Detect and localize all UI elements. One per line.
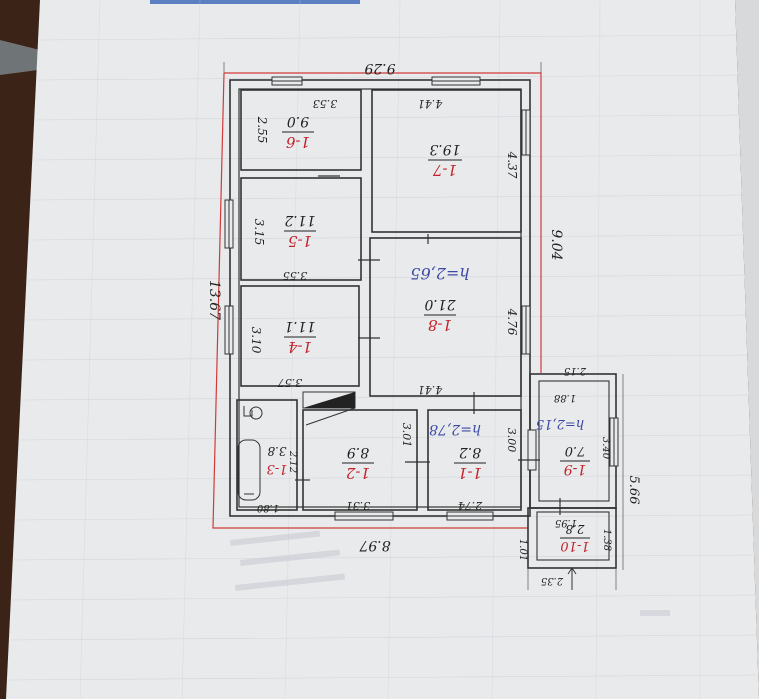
room-1-5-id: 1-5 (288, 232, 312, 250)
room-1-10-depth: 1.38 (601, 529, 612, 551)
room-1-6-width: 3.53 (313, 97, 338, 110)
room-1-1-height: h=2,78 (429, 421, 481, 437)
room-1-8-width: 4.41 (418, 383, 444, 396)
room-1-2-area: 8.9 (347, 444, 369, 460)
room-1-2-id: 1-2 (346, 464, 370, 482)
room-1-3-depth: 2.12 (287, 450, 298, 473)
room-1-1-width: 2.74 (458, 499, 484, 512)
room-1-5-depth: 3.15 (252, 219, 266, 246)
overall-bottom-width: 8.97 (359, 537, 390, 553)
room-1-2-depth: 3.01 (400, 423, 413, 448)
room-1-8-id: 1-8 (428, 316, 452, 334)
annex-right-height: 5.66 (626, 476, 641, 505)
room-1-9-height: h=2,15 (536, 416, 584, 431)
room-1-3-id: 1-3 (267, 461, 288, 476)
paper-sheet (6, 0, 759, 699)
room-1-3-area: 3.8 (267, 444, 286, 458)
room-1-7-depth: 4.37 (505, 151, 519, 179)
room-1-5-area: 11.2 (284, 212, 315, 228)
room-1-9-area: 7.0 (565, 443, 586, 458)
bathtub-icon (237, 406, 263, 501)
overall-left-height: 13.67 (206, 280, 222, 320)
windows (224, 76, 619, 521)
room-1-3-width: 1.80 (256, 502, 279, 513)
room-1-8-height: h=2,65 (410, 264, 469, 283)
room-1-1-area: 8.2 (459, 444, 481, 460)
room-1-2-width: 3.31 (346, 499, 371, 512)
room-1-5-width: 3.55 (283, 269, 308, 282)
room-1-1-id: 1-1 (458, 464, 482, 482)
room-1-4-depth: 3.10 (249, 327, 263, 354)
dimension-lines (223, 62, 624, 590)
overall-top-width: 9.29 (364, 60, 395, 76)
room-1-1-depth: 3.00 (505, 428, 518, 453)
room-1-10-width: 2.35 (541, 575, 564, 586)
room-1-7-width: 4.41 (418, 97, 444, 110)
room-1-10-offset: 1.01 (517, 539, 528, 561)
room-1-9-inner-width: 1.88 (554, 392, 576, 403)
room-1-4-area: 11.1 (284, 318, 315, 334)
door-marks (295, 175, 561, 515)
overall-right-height: 9.04 (548, 229, 564, 260)
room-1-10-id: 1-10 (560, 538, 589, 553)
room-1-8-depth: 4.76 (505, 308, 519, 336)
room-1-9-bottom-width: 1.95 (555, 517, 577, 528)
room-1-6-id: 1-6 (285, 133, 310, 151)
stair-symbol (302, 391, 356, 426)
room-1-4-id: 1-4 (288, 338, 312, 356)
room-1-9-depth: 3.40 (600, 437, 611, 460)
room-1-7-id: 1-7 (432, 161, 457, 179)
room-1-6-area: 9.0 (287, 113, 309, 129)
room-1-9-id: 1-9 (564, 461, 587, 477)
room-1-6-depth: 2.55 (255, 116, 269, 144)
room-1-4-width: 3.57 (278, 376, 303, 389)
room-1-8-area: 21.0 (424, 296, 456, 312)
entrance-arrow-icon (567, 567, 577, 590)
room-1-7-area: 19.3 (429, 141, 460, 157)
room-1-10-area: 2.8 (565, 522, 585, 536)
room-1-9-outer-width: 2.15 (564, 365, 587, 376)
